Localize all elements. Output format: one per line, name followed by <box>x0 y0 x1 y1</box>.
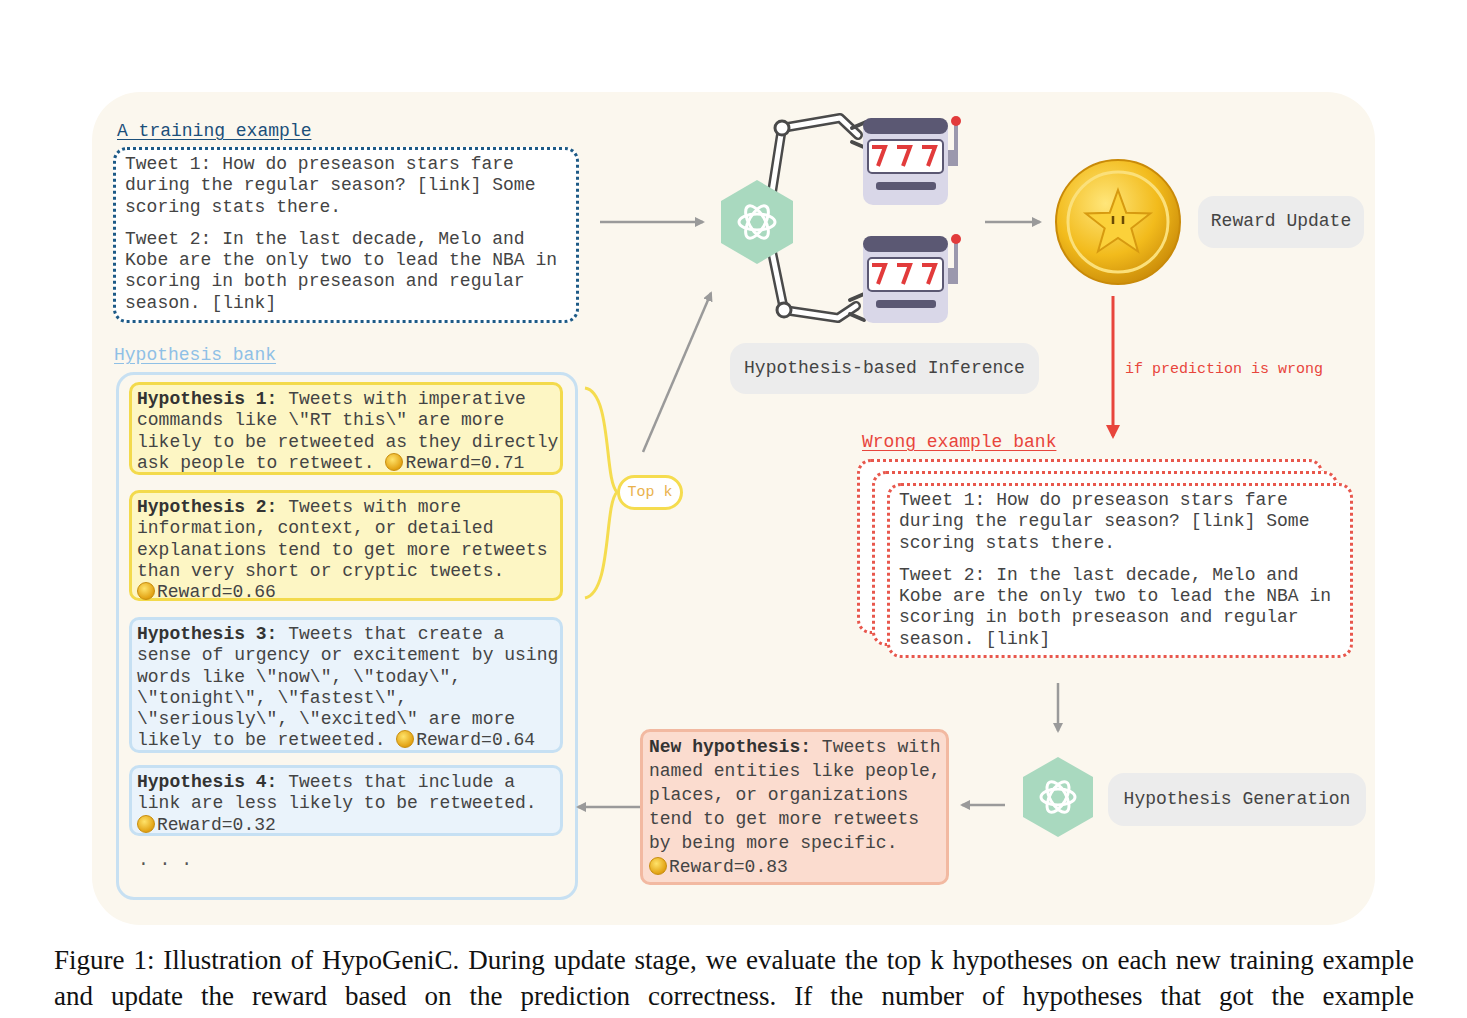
coin-icon <box>396 730 414 748</box>
step-pill: Hypothesis-based Inference <box>730 343 1039 394</box>
hypothesis-card: Hypothesis 1: Tweets with imperative com… <box>129 382 563 475</box>
hypothesis-text: Hypothesis 1: Tweets with imperative com… <box>137 389 560 474</box>
hypothesis-card: Hypothesis 2: Tweets with more informati… <box>129 490 563 601</box>
coin-icon <box>385 453 403 471</box>
slot-machine <box>863 116 961 205</box>
reward-group: Reward=0.71 <box>385 453 524 473</box>
pill-text: Reward Update <box>1211 211 1351 232</box>
wrong-example-box: Wrong example bankTweet 1: How do presea… <box>887 483 1353 658</box>
reward-group: Reward=0.83 <box>649 857 788 877</box>
reward-value: Reward=0.64 <box>416 730 535 750</box>
box-heading: Wrong example bank <box>862 432 1056 453</box>
topk-pill: Top k <box>617 475 683 510</box>
hypothesis-text: Hypothesis 2: Tweets with more informati… <box>137 497 560 603</box>
hypothesis-text: New hypothesis: Tweets with named entiti… <box>649 735 946 879</box>
hypothesis-card: Hypothesis 4: Tweets that include a link… <box>129 765 563 836</box>
figure-caption: Figure 1: Illustration of HypoGeniC. Dur… <box>54 942 1414 1014</box>
connector <box>578 806 640 809</box>
hypothesis-text: Hypothesis 4: Tweets that include a link… <box>137 772 560 836</box>
llm-icon <box>721 180 793 264</box>
reward-value: Reward=0.83 <box>669 857 788 877</box>
pill-text: Hypothesis Generation <box>1124 789 1351 810</box>
hypothesis-title: Hypothesis 1: <box>137 389 277 409</box>
tweet-text: Tweet 2: In the last decade, Melo and Ko… <box>125 229 564 314</box>
condition-label: if prediction is wrong <box>1125 361 1323 378</box>
pill-text: Hypothesis-based Inference <box>744 358 1025 379</box>
slot-machine <box>863 234 961 323</box>
hypothesis-title: Hypothesis 4: <box>137 772 277 792</box>
flow-arrow <box>962 804 1005 807</box>
hypothesis-title: Hypothesis 3: <box>137 624 277 644</box>
reward-group: Reward=0.64 <box>396 730 535 750</box>
example-box: A training exampleTweet 1: How do presea… <box>113 147 579 323</box>
coin-icon <box>649 857 667 875</box>
step-pill: Reward Update <box>1198 196 1364 248</box>
coin-icon <box>137 815 155 833</box>
new-hypothesis-card: New hypothesis: Tweets with named entiti… <box>640 729 949 885</box>
topk-brace <box>585 388 617 598</box>
hypothesis-card: Hypothesis 3: Tweets that create a sense… <box>129 617 563 753</box>
reward-group: Reward=0.66 <box>137 582 276 602</box>
box-heading: Hypothesis bank <box>114 345 276 366</box>
flow-arrow <box>1057 683 1060 731</box>
flow-arrow <box>600 221 703 224</box>
box-heading: A training example <box>117 121 311 142</box>
flow-arrow <box>643 293 711 452</box>
tweet-text: Tweet 1: How do preseason stars fare dur… <box>899 490 1338 554</box>
ellipsis: . . . <box>138 850 192 870</box>
tweet-text: Tweet 2: In the last decade, Melo and Ko… <box>899 565 1338 650</box>
hypothesis-title: New hypothesis: <box>649 737 811 757</box>
tweet-text: Tweet 1: How do preseason stars fare dur… <box>125 154 564 218</box>
hypothesis-bank: Hypothesis bankHypothesis 1: Tweets with… <box>116 372 578 900</box>
reward-value: Reward=0.32 <box>157 815 276 835</box>
wrong-arrow <box>1112 296 1115 436</box>
pill-text: Top k <box>627 482 672 503</box>
reward-coin <box>1056 160 1180 284</box>
reward-value: Reward=0.71 <box>405 453 524 473</box>
llm-icon <box>1023 757 1093 837</box>
step-pill: Hypothesis Generation <box>1108 773 1366 826</box>
hypothesis-title: Hypothesis 2: <box>137 497 277 517</box>
coin-icon <box>137 582 155 600</box>
reward-group: Reward=0.32 <box>137 815 276 835</box>
flow-arrow <box>985 221 1040 224</box>
reward-value: Reward=0.66 <box>157 582 276 602</box>
hypothesis-text: Hypothesis 3: Tweets that create a sense… <box>137 624 560 752</box>
